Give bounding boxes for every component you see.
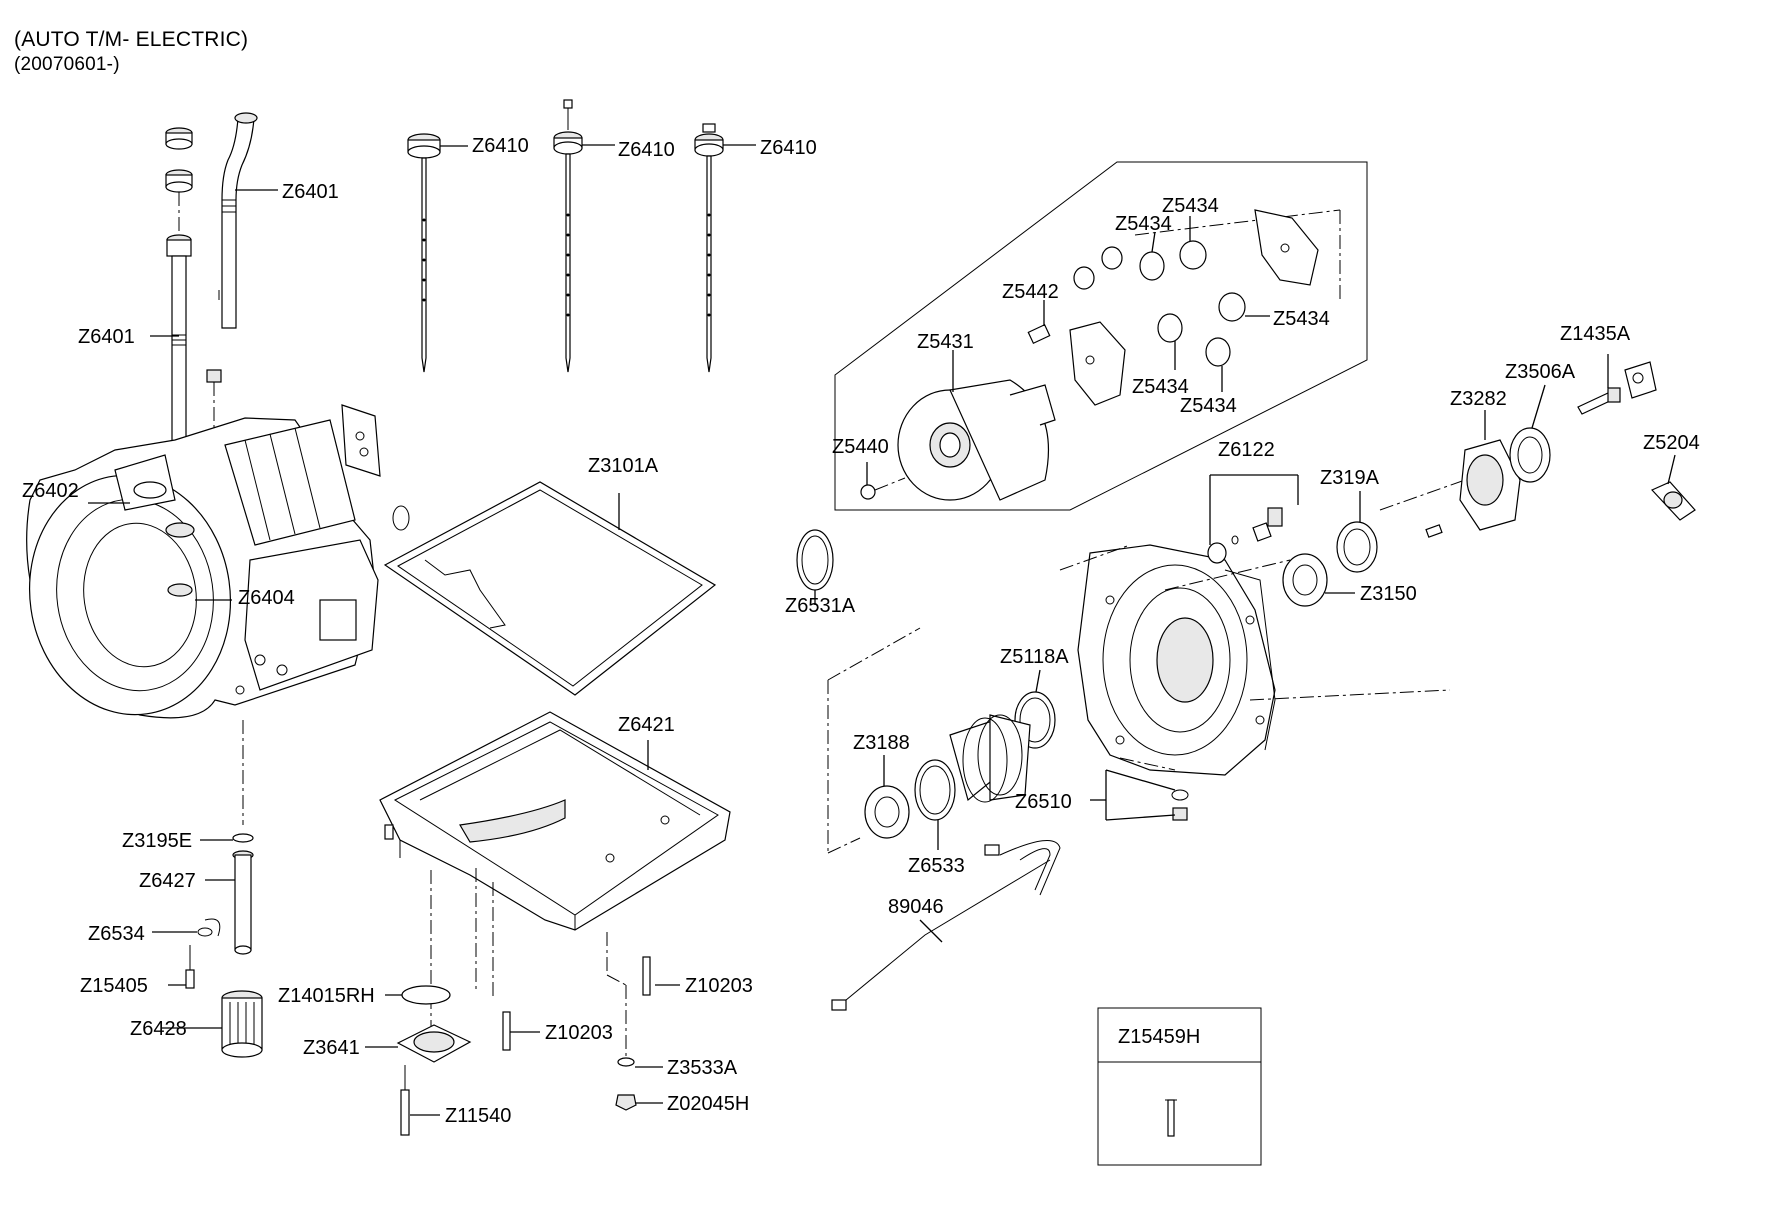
label-z6510: Z6510 [1015, 791, 1072, 813]
label-z1435a: Z1435A [1560, 323, 1631, 345]
label-z5431: Z5431 [917, 331, 974, 353]
label-z5434-upper: Z5434 [1115, 213, 1172, 235]
label-z6401-upper: Z6401 [282, 181, 339, 203]
label-z5434-top: Z5434 [1162, 195, 1219, 217]
part-labels: Z6401 Z6401 Z6410 Z6410 Z6410 Z5434 Z543… [22, 135, 1700, 1127]
label-z6401-lower: Z6401 [78, 326, 135, 348]
label-z319a: Z319A [1320, 467, 1380, 489]
extension-housing-assembly [796, 361, 1696, 1011]
oil-pan-gasket [383, 481, 717, 696]
label-z3506a: Z3506A [1505, 361, 1576, 383]
oil-filter-parts [185, 833, 651, 1136]
planetary-gear-box [834, 161, 1368, 511]
label-z5118a: Z5118A [1000, 646, 1069, 668]
filler-tube-assembly [165, 112, 258, 465]
label-z3188: Z3188 [853, 732, 910, 754]
label-z5434-lower-left: Z5434 [1132, 376, 1189, 398]
label-z14015rh: Z14015RH [278, 985, 375, 1007]
label-89046: 89046 [888, 896, 944, 918]
label-z15459h: Z15459H [1118, 1026, 1200, 1048]
oil-pan [379, 711, 731, 1060]
label-z3641: Z3641 [303, 1037, 360, 1059]
label-z5204: Z5204 [1643, 432, 1700, 454]
label-z6427: Z6427 [139, 870, 196, 892]
label-z6402: Z6402 [22, 480, 79, 502]
label-z6428: Z6428 [130, 1018, 187, 1040]
label-z5434-right: Z5434 [1273, 308, 1330, 330]
label-z6421: Z6421 [618, 714, 675, 736]
label-z6534: Z6534 [88, 923, 145, 945]
label-z5440: Z5440 [832, 436, 889, 458]
label-z5442: Z5442 [1002, 281, 1059, 303]
label-z6531a: Z6531A [785, 595, 856, 617]
label-z15405: Z15405 [80, 975, 148, 997]
label-z02045h: Z02045H [667, 1093, 749, 1115]
label-z6410-left: Z6410 [472, 135, 529, 157]
label-z6533: Z6533 [908, 855, 965, 877]
label-z6404: Z6404 [238, 587, 295, 609]
label-z3101a: Z3101A [588, 455, 659, 477]
label-z3533a: Z3533A [667, 1057, 738, 1079]
label-z6410-middle: Z6410 [618, 139, 675, 161]
header-title: (AUTO T/M- ELECTRIC) [14, 28, 249, 51]
label-z10203-right: Z10203 [685, 975, 753, 997]
leader-lines [88, 144, 1676, 1116]
transmission-case [26, 404, 410, 825]
label-z3195e: Z3195E [122, 830, 192, 852]
label-z6122: Z6122 [1218, 439, 1275, 461]
label-z3150: Z3150 [1360, 583, 1417, 605]
label-z5434-bottom: Z5434 [1180, 395, 1237, 417]
header-date-range: (20070601-) [14, 54, 120, 75]
label-z11540: Z11540 [445, 1105, 511, 1127]
label-z10203-left: Z10203 [545, 1022, 613, 1044]
label-z6410-right: Z6410 [760, 137, 817, 159]
label-z3282: Z3282 [1450, 388, 1507, 410]
dipstick-set [407, 99, 724, 373]
inset-box [1097, 1007, 1262, 1166]
